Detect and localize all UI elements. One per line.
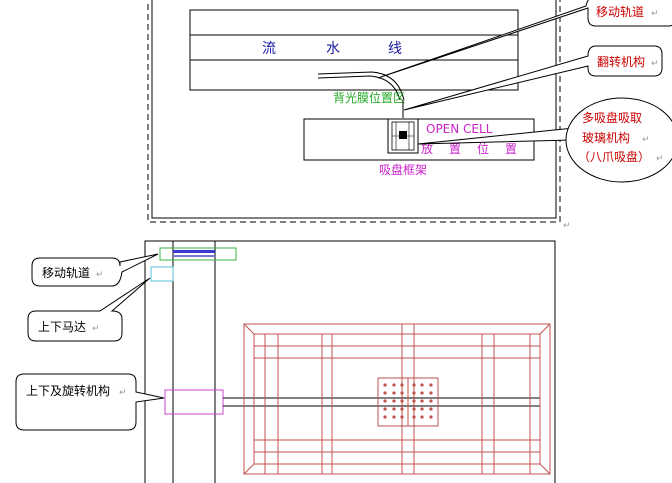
frame-corner-tl xyxy=(243,323,255,335)
suction-cup-dot xyxy=(400,391,404,395)
suction-cup-dot xyxy=(429,407,433,411)
callout-updown-rotate xyxy=(15,373,165,431)
callout-updown-motor xyxy=(27,277,151,342)
suction-cup-dot xyxy=(383,407,387,411)
updown-rotate-box xyxy=(164,389,224,415)
callout-moving-track-top-text: 移动轨道 xyxy=(596,5,644,19)
suction-cup-dot xyxy=(429,391,433,395)
return-mark: ↵ xyxy=(96,270,104,280)
top-callouts: 移动轨道 ↵ 翻转机构 ↵ 多吸盘吸取 玻璃机构 ↵ （八爪吸盘） ↵ xyxy=(377,0,672,183)
callout-suction-mechanism xyxy=(565,97,672,183)
suction-cup-dot xyxy=(383,391,387,395)
updown-motor-box xyxy=(150,266,174,282)
bottom-view xyxy=(144,240,556,483)
bottom-frame xyxy=(144,240,556,483)
suction-cup-dot xyxy=(383,399,387,403)
frame-corner-bl xyxy=(243,463,255,475)
side-callouts: 移动轨道 ↵ 上下马达 ↵ 上下及旋转机构 ↵ xyxy=(15,253,165,431)
callout-updown-rotate-text: 上下及旋转机构 xyxy=(26,383,110,398)
suction-cup-dot xyxy=(400,407,404,411)
callout-suction-line-2: 玻璃机构 xyxy=(582,130,630,145)
callout-suction-line-1: 多吸盘吸取 xyxy=(582,110,642,125)
placement-label-char-4: 置 xyxy=(505,142,517,156)
suction-cups xyxy=(383,383,433,419)
suction-cup-dot xyxy=(412,399,416,403)
return-mark: ↵ xyxy=(92,324,100,334)
frame-corner-br xyxy=(539,463,551,475)
callout-moving-track-side-text: 移动轨道 xyxy=(42,266,90,280)
line-label-char-1: 流 xyxy=(262,41,276,57)
suction-cup-dot xyxy=(420,391,424,395)
return-mark: ↵ xyxy=(656,154,664,164)
suction-cup-dot xyxy=(412,407,416,411)
callout-flip-text: 翻转机构 xyxy=(597,54,645,69)
line-label-char-2: 水 xyxy=(326,41,340,57)
suction-cup-dot xyxy=(383,415,387,419)
return-mark: ↵ xyxy=(563,221,571,231)
callout-moving-track-side xyxy=(31,253,159,287)
suction-frame-label: 吸盘框架 xyxy=(379,162,427,177)
callout-flip-mechanism xyxy=(403,45,663,111)
return-mark: ↵ xyxy=(651,59,659,69)
suction-cup-dot xyxy=(392,391,396,395)
backlight-curve-inner xyxy=(317,75,401,101)
placement-label-char-2: 置 xyxy=(449,142,461,156)
suction-cup-dot xyxy=(420,407,424,411)
top-inner-frame xyxy=(151,0,557,219)
callout-moving-track-top xyxy=(377,0,672,79)
suction-cup-dot xyxy=(429,415,433,419)
suction-cup-dot xyxy=(412,383,416,387)
frame-inner xyxy=(253,333,541,465)
suction-cup-dot xyxy=(429,399,433,403)
suction-cup-dot xyxy=(392,399,396,403)
backlight-label: 背光膜位置区 xyxy=(333,90,405,105)
moving-track-box xyxy=(159,247,237,261)
suction-cup-dot xyxy=(392,415,396,419)
open-cell-label: OPEN CELL xyxy=(426,122,493,136)
suction-cup-dot xyxy=(400,415,404,419)
suction-cup-dot xyxy=(412,415,416,419)
top-view: 流 水 线 背光膜位置区 OPEN CELL 放 置 位 置 吸盘框架 ↵ xyxy=(147,0,571,231)
suction-cup-dot xyxy=(392,383,396,387)
return-mark: ↵ xyxy=(642,135,650,145)
suction-frame-side xyxy=(243,323,551,475)
backlight-curve-outer xyxy=(317,71,405,101)
suction-cup-dot xyxy=(429,383,433,387)
suction-cup-dot xyxy=(392,407,396,411)
frame-corner-tr xyxy=(539,323,551,335)
frame-outer xyxy=(243,323,551,475)
conveyor-band xyxy=(189,9,519,91)
suction-cup-dot xyxy=(420,383,424,387)
suction-cup-dot xyxy=(420,399,424,403)
track-rail-2 xyxy=(173,255,215,257)
suction-hub xyxy=(399,131,407,139)
suction-frame-outer xyxy=(387,118,419,154)
suction-cup-dot xyxy=(400,399,404,403)
placement-label-char-3: 位 xyxy=(477,141,489,156)
return-mark: ↵ xyxy=(651,9,659,19)
callout-updown-motor-text: 上下马达 xyxy=(38,320,86,334)
suction-cup-dot xyxy=(420,415,424,419)
suction-cup-dot xyxy=(383,383,387,387)
callout-suction-line-3: （八爪吸盘） xyxy=(578,149,650,164)
track-rail-1 xyxy=(173,250,215,253)
callout-suction-pointer xyxy=(417,127,575,145)
placement-label-char-1: 放 xyxy=(421,141,433,156)
suction-cup-dot xyxy=(400,383,404,387)
line-label-char-3: 线 xyxy=(388,41,402,57)
return-mark: ↵ xyxy=(119,388,127,398)
suction-cup-dot xyxy=(412,391,416,395)
top-dashed-frame xyxy=(147,0,561,223)
